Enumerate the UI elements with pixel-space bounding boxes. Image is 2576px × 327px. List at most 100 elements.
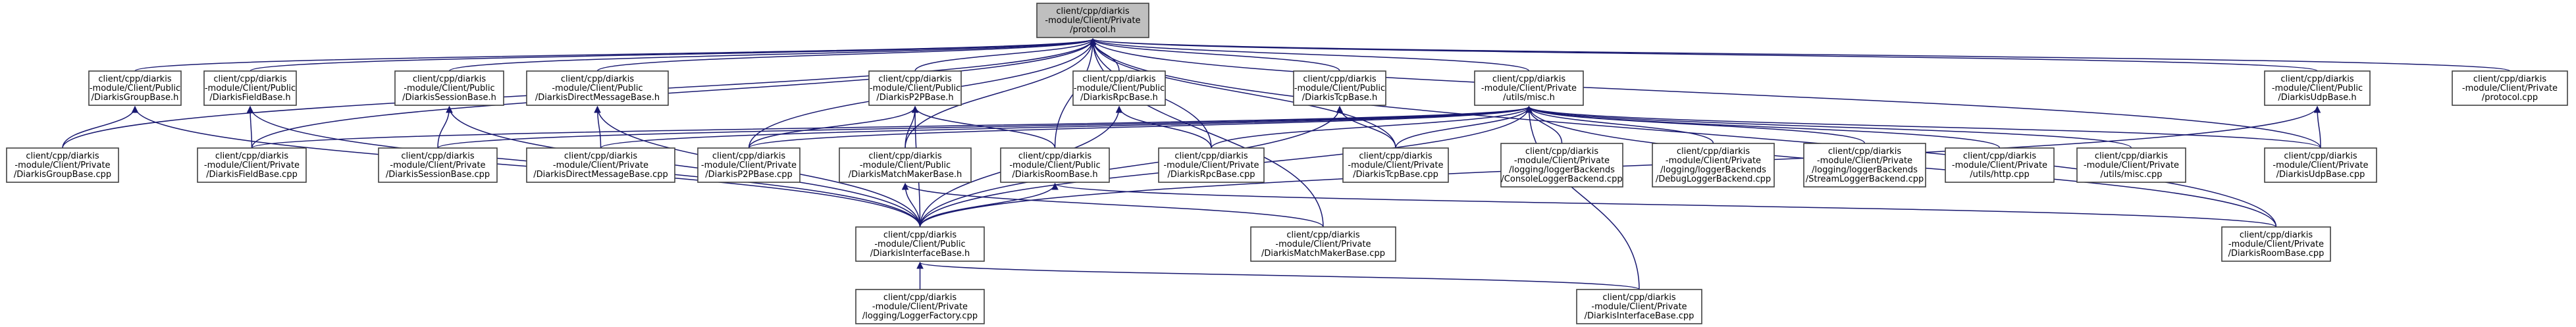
node-tcp-cpp[interactable]: client/cpp/diarkis-module/Client/Private… — [1342, 147, 1449, 183]
node-label-line: /DiarkisP2PBase.cpp — [705, 170, 793, 180]
node-label-line: client/cpp/diarkis — [213, 74, 286, 84]
node-label-line: -module/Client/Private — [2084, 161, 2179, 170]
node-session-h[interactable]: client/cpp/diarkis-module/Client/Public/… — [394, 70, 504, 106]
node-label-line: client/cpp/diarkis — [2240, 230, 2313, 240]
node-label-line: client/cpp/diarkis — [1018, 151, 1091, 161]
node-box — [1576, 289, 1702, 324]
node-protocol-cpp[interactable]: client/cpp/diarkis-module/Client/Private… — [2452, 70, 2568, 106]
node-label-line: -module/Client/Public — [870, 84, 960, 93]
node-mm-h[interactable]: client/cpp/diarkis-module/Client/Public/… — [839, 147, 972, 183]
node-label-line: -module/Client/Private — [1514, 156, 1610, 166]
node-mm-cpp[interactable]: client/cpp/diarkis-module/Client/Private… — [1250, 226, 1396, 262]
node-stream-cpp[interactable]: client/cpp/diarkis-module/Client/Private… — [1803, 143, 1926, 188]
node-field-h[interactable]: client/cpp/diarkis-module/Client/Public/… — [203, 70, 297, 106]
node-label-line: -module/Client/Private — [1952, 161, 2047, 170]
node-label-line: client/cpp/diarkis — [2280, 74, 2353, 84]
node-label-line: client/cpp/diarkis — [2284, 151, 2357, 161]
node-label-line: /utils/misc.h — [1503, 93, 1555, 103]
node-box — [2264, 147, 2377, 183]
node-dm-h[interactable]: client/cpp/diarkis-module/Client/Public/… — [526, 70, 669, 106]
edge-protocol-cpp-to-protocol-h — [1090, 38, 2511, 72]
node-label-line: -module/Client/Public — [860, 161, 951, 170]
node-label-line: /DiarkisGroupBase.h — [92, 93, 179, 103]
node-label-line: client/cpp/diarkis — [1286, 230, 1359, 240]
node-room-cpp[interactable]: client/cpp/diarkis-module/Client/Private… — [2221, 226, 2331, 262]
node-label-line: client/cpp/diarkis — [561, 74, 634, 84]
node-label-line: -module/Client/Private — [204, 161, 300, 170]
node-label-line: /logging/loggerBackends — [1812, 165, 1918, 175]
node-http-cpp[interactable]: client/cpp/diarkis-module/Client/Private… — [1945, 147, 2055, 183]
node-iface-cpp[interactable]: client/cpp/diarkis-module/Client/Private… — [1576, 289, 1702, 324]
node-label-line: -module/Client/Private — [1666, 156, 1761, 166]
node-label-line: client/cpp/diarkis — [401, 151, 474, 161]
node-p2p-cpp[interactable]: client/cpp/diarkis-module/Client/Private… — [697, 147, 801, 183]
node-group-cpp[interactable]: client/cpp/diarkis-module/Client/Private… — [6, 147, 119, 183]
edge-udp-cpp-to-udp-h — [2313, 105, 2321, 149]
node-box — [526, 70, 669, 106]
node-label-line: /DiarkisUdpBase.cpp — [2276, 170, 2365, 180]
edge-mm-cpp-to-mm-h — [901, 182, 1324, 228]
node-udp-cpp[interactable]: client/cpp/diarkis-module/Client/Private… — [2264, 147, 2377, 183]
edge-tcp-h-to-protocol-h — [1089, 38, 1340, 72]
node-protocol-h[interactable]: client/cpp/diarkis-module/Client/Private… — [1036, 3, 1149, 38]
edge-dm-h-to-protocol-h — [596, 38, 1096, 72]
edge-field-cpp-to-misc-h — [251, 105, 1533, 149]
node-logfactory-cpp[interactable]: client/cpp/diarkis-module/Client/Private… — [855, 289, 985, 324]
edge-iface-cpp-to-iface-h — [916, 261, 1640, 290]
node-udp-h[interactable]: client/cpp/diarkis-module/Client/Public/… — [2264, 70, 2371, 106]
node-console-cpp[interactable]: client/cpp/diarkis-module/Client/Private… — [1500, 143, 1623, 188]
node-box — [6, 147, 119, 183]
node-label-line: -module/Client/Private — [1045, 16, 1140, 26]
node-rpc-cpp[interactable]: client/cpp/diarkis-module/Client/Private… — [1158, 147, 1265, 183]
node-label-line: -module/Client/Private — [1348, 161, 1443, 170]
node-label-line: -module/Client/Private — [2462, 84, 2558, 93]
node-misc-cpp[interactable]: client/cpp/diarkis-module/Client/Private… — [2076, 147, 2186, 183]
node-session-cpp[interactable]: client/cpp/diarkis-module/Client/Private… — [378, 147, 498, 183]
node-label-line: client/cpp/diarkis — [2095, 151, 2168, 161]
node-label-line: -module/Client/Public — [205, 84, 296, 93]
node-box — [88, 70, 182, 106]
node-label-line: client/cpp/diarkis — [883, 230, 957, 240]
edge-http-cpp-to-misc-h — [1525, 105, 2001, 149]
node-label-line: client/cpp/diarkis — [1082, 74, 1155, 84]
node-label-line: client/cpp/diarkis — [1492, 74, 1565, 84]
node-room-h[interactable]: client/cpp/diarkis-module/Client/Public/… — [1000, 147, 1110, 183]
node-label-line: /DiarkisMatchMakerBase.cpp — [1261, 249, 1385, 259]
node-label-line: /logging/loggerBackends — [1509, 165, 1615, 175]
node-box — [1036, 3, 1149, 38]
edge-iface-h-to-room-h — [919, 182, 1059, 228]
node-label-line: client/cpp/diarkis — [1963, 151, 2036, 161]
node-label-line: /protocol.cpp — [2482, 93, 2538, 103]
node-label-line: /DiarkisSessionBase.h — [402, 93, 496, 103]
node-p2p-h[interactable]: client/cpp/diarkis-module/Client/Public/… — [868, 70, 962, 106]
edge-udp-h-to-protocol-h — [1090, 38, 2318, 72]
node-box — [1803, 143, 1926, 188]
node-box — [1000, 147, 1110, 183]
node-label-line: /DiarkisGroupBase.cpp — [14, 170, 111, 180]
edge-p2p-cpp-to-p2p-h — [748, 105, 919, 149]
node-box — [1158, 147, 1265, 183]
node-iface-h[interactable]: client/cpp/diarkis-module/Client/Public/… — [855, 226, 985, 262]
node-tcp-h[interactable]: client/cpp/diarkis-module/Client/Public/… — [1293, 70, 1386, 106]
node-group-h[interactable]: client/cpp/diarkis-module/Client/Public/… — [88, 70, 182, 106]
node-misc-h[interactable]: client/cpp/diarkis-module/Client/Private… — [1474, 70, 1584, 106]
node-label-line: /DiarkisTcpBase.h — [1302, 93, 1377, 103]
node-box — [2076, 147, 2186, 183]
node-label-line: /DiarkisFieldBase.h — [209, 93, 290, 103]
node-label-line: /DiarkisMatchMakerBase.h — [849, 170, 962, 180]
node-label-line: -module/Client/Private — [553, 161, 648, 170]
node-debug-cpp[interactable]: client/cpp/diarkis-module/Client/Private… — [1652, 143, 1775, 188]
node-dm-cpp[interactable]: client/cpp/diarkis-module/Client/Private… — [526, 147, 675, 183]
edge-field-h-to-protocol-h — [250, 38, 1096, 72]
node-label-line: -module/Client/Public — [404, 84, 494, 93]
edge-stream-cpp-to-misc-h — [1525, 105, 1866, 144]
node-box — [2264, 70, 2371, 106]
edge-iface-cpp-to-misc-h — [1525, 105, 1640, 290]
edge-rpc-cpp-to-rpc-h — [1115, 105, 1212, 149]
edge-udp-cpp-to-misc-h — [1525, 105, 2321, 149]
node-field-cpp[interactable]: client/cpp/diarkis-module/Client/Private… — [197, 147, 307, 183]
edge-udp-cpp-to-protocol-h — [1089, 38, 2321, 149]
node-label-line: /DebugLoggerBackend.cpp — [1656, 174, 1771, 184]
node-rpc-h[interactable]: client/cpp/diarkis-module/Client/Public/… — [1072, 70, 1166, 106]
edge-dm-cpp-to-misc-h — [600, 105, 1533, 149]
